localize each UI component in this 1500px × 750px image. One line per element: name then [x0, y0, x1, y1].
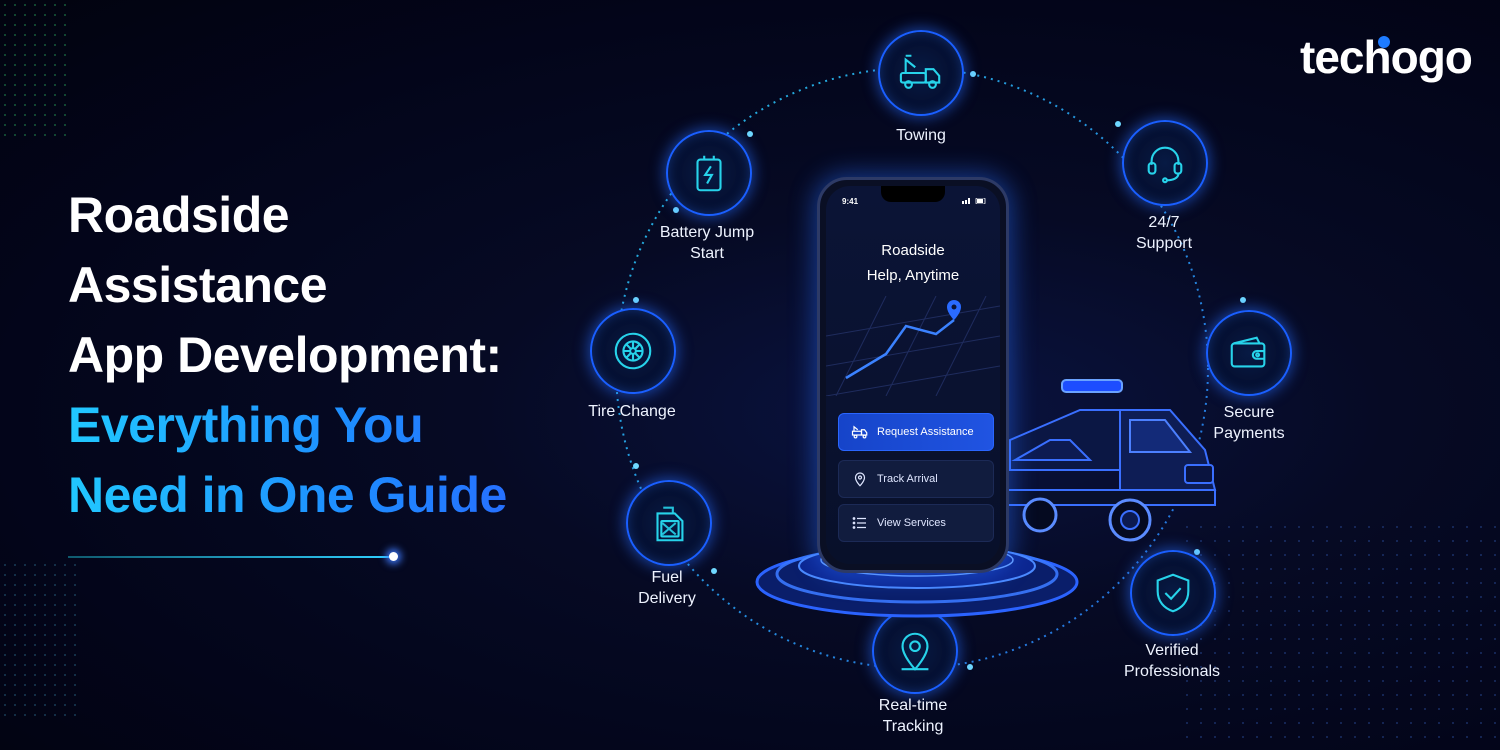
- headline: Roadside Assistance App Development: Eve…: [68, 180, 588, 530]
- logo-accent-dot: [1378, 36, 1390, 48]
- status-time: 9:41: [842, 197, 859, 206]
- tow-truck-icon: [851, 425, 868, 439]
- phone-notch: [881, 186, 945, 202]
- phone-mockup: 9:41 Roadside Help, Anytime Request Assi…: [817, 177, 1009, 573]
- request-assistance-button[interactable]: Request Assistance: [838, 413, 994, 451]
- list-icon: [852, 517, 866, 529]
- decor-dots-bottom-right: [1180, 520, 1500, 750]
- feature-label-verified: Verified Professionals: [1123, 642, 1221, 680]
- feature-label-battery: Battery Jump Start: [659, 224, 755, 262]
- wallet-icon: [1230, 336, 1266, 368]
- map-pin-icon: [947, 300, 961, 320]
- phone-screen: 9:41 Roadside Help, Anytime Request Assi…: [826, 186, 1000, 564]
- tire-icon: [614, 332, 652, 370]
- logo-text-end: go: [1417, 31, 1473, 83]
- track-arrival-button[interactable]: Track Arrival: [838, 460, 994, 498]
- feature-towing: [878, 30, 964, 116]
- feature-label-tracking: Real-time Tracking: [878, 697, 948, 735]
- phone-title-line-1: Roadside: [881, 242, 945, 259]
- feature-support: [1122, 120, 1208, 206]
- battery-icon: [696, 155, 722, 192]
- phone-title-line-2: Help, Anytime: [866, 267, 960, 284]
- headline-line-2: Assistance: [68, 257, 328, 313]
- decor-dots-top-left: [0, 0, 70, 140]
- location-pin-icon: [901, 632, 929, 671]
- fuel-can-icon: [656, 506, 684, 542]
- view-services-button[interactable]: View Services: [838, 504, 994, 542]
- feature-tire: [590, 308, 676, 394]
- feature-label-tire: Tire Change: [588, 403, 676, 420]
- status-icons: [962, 198, 986, 204]
- underline-glow-dot: [389, 552, 398, 561]
- feature-label-support: 24/7 Support: [1135, 214, 1193, 252]
- decor-dots-bottom-left: [0, 560, 80, 720]
- feature-payments: [1206, 310, 1292, 396]
- logo-text-start: tech: [1300, 31, 1392, 83]
- brand-logo: techogo: [1300, 30, 1473, 84]
- headline-underline: [68, 556, 394, 558]
- shield-check-icon: [1156, 573, 1190, 613]
- logo-text-o: o: [1390, 31, 1419, 83]
- headline-line-4: Everything You: [68, 390, 588, 460]
- view-services-label: View Services: [877, 517, 946, 529]
- feature-battery: [666, 130, 752, 216]
- feature-tracking: [872, 608, 958, 694]
- feature-label-towing: Towing: [896, 127, 946, 144]
- headline-line-1: Roadside: [68, 187, 290, 243]
- feature-verified: [1130, 550, 1216, 636]
- location-pin-icon: [854, 472, 866, 487]
- feature-label-fuel: Fuel Delivery: [638, 569, 696, 607]
- track-arrival-label: Track Arrival: [877, 473, 938, 485]
- phone-map: [826, 296, 1000, 396]
- headline-line-3: App Development:: [68, 327, 502, 383]
- tow-truck-icon: [899, 54, 941, 89]
- feature-fuel: [626, 480, 712, 566]
- headset-icon: [1147, 146, 1183, 184]
- request-assistance-label: Request Assistance: [877, 426, 974, 438]
- tow-truck-illustration: [1004, 379, 1217, 542]
- feature-label-payments: Secure Payments: [1213, 404, 1285, 442]
- headline-line-5: Need in One Guide: [68, 460, 588, 530]
